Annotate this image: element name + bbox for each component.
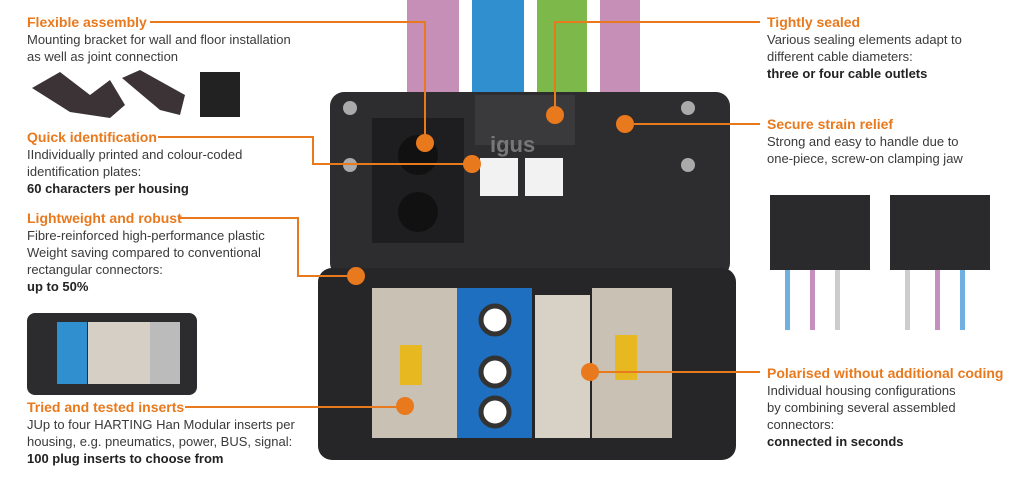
feature-highlight: three or four cable outlets xyxy=(767,66,928,81)
feature-highlight: connected in seconds xyxy=(767,434,904,449)
feature-title: Flexible assembly xyxy=(27,14,147,30)
feature-text: Various sealing elements adapt to xyxy=(767,32,962,47)
feature-quick-identification: Quick identification IIndividually print… xyxy=(27,128,242,197)
feature-title: Quick identification xyxy=(27,129,157,145)
feature-text: Fibre-reinforced high-performance plasti… xyxy=(27,228,265,243)
feature-title: Secure strain relief xyxy=(767,116,894,132)
feature-text: Weight saving compared to conventional xyxy=(27,245,261,260)
feature-text: identification plates: xyxy=(27,164,142,179)
feature-strain-relief: Secure strain relief Strong and easy to … xyxy=(767,115,963,167)
feature-text: JUp to four HARTING Han Modular inserts … xyxy=(27,417,295,432)
feature-highlight: up to 50% xyxy=(27,279,89,294)
strain-relief-image xyxy=(770,195,990,330)
feature-text: different cable diameters: xyxy=(767,49,913,64)
feature-text: rectangular connectors: xyxy=(27,262,163,277)
feature-text: IIndividually printed and colour-coded xyxy=(27,147,243,162)
feature-title: Tightly sealed xyxy=(767,14,861,30)
feature-title: Lightweight and robust xyxy=(27,210,182,226)
feature-inserts: Tried and tested inserts JUp to four HAR… xyxy=(27,398,295,467)
feature-text: one-piece, screw-on clamping jaw xyxy=(767,151,963,166)
feature-text: Individual housing configurations xyxy=(767,383,956,398)
igus-logo: igus xyxy=(490,132,535,157)
feature-flexible-assembly: Flexible assembly Mounting bracket for w… xyxy=(27,13,291,65)
feature-lightweight: Lightweight and robust Fibre-reinforced … xyxy=(27,209,265,295)
feature-title: Polarised without additional coding xyxy=(767,365,1004,381)
feature-text: housing, e.g. pneumatics, power, BUS, si… xyxy=(27,434,293,449)
feature-text: as well as joint connection xyxy=(27,49,179,64)
feature-title: Tried and tested inserts xyxy=(27,399,185,415)
feature-polarised: Polarised without additional coding Indi… xyxy=(767,364,1003,450)
feature-text: Strong and easy to handle due to xyxy=(767,134,959,149)
feature-text: Mounting bracket for wall and floor inst… xyxy=(27,32,291,47)
feature-text: by combining several assembled xyxy=(767,400,956,415)
feature-text: connectors: xyxy=(767,417,835,432)
feature-tightly-sealed: Tightly sealed Various sealing elements … xyxy=(767,13,962,82)
feature-highlight: 100 plug inserts to choose from xyxy=(27,451,224,466)
feature-highlight: 60 characters per housing xyxy=(27,181,189,196)
